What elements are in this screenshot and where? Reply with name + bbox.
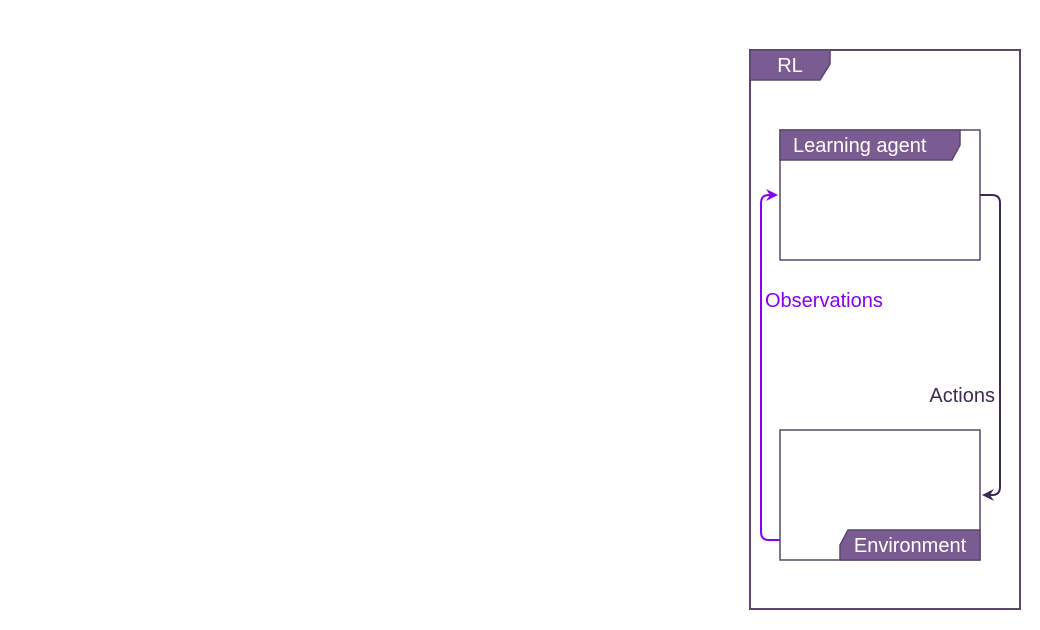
observations-label: Observations — [765, 290, 883, 312]
rl-frame-tag — [749, 49, 831, 81]
environment-label: Environment — [854, 535, 967, 557]
rl-frame-label: RL — [777, 55, 803, 77]
actions-label: Actions — [929, 385, 995, 407]
environment-tag — [839, 529, 981, 561]
actions-arrow — [980, 194, 1001, 501]
observations-arrow — [760, 189, 780, 541]
actions-edge[interactable]: Actions — [929, 194, 1001, 501]
environment-node[interactable]: Environment — [779, 429, 981, 561]
rl-frame: RL — [749, 49, 1021, 610]
learning-agent-node[interactable]: Learning agent — [779, 129, 981, 261]
learning-agent-label: Learning agent — [793, 135, 927, 157]
learning-agent-tag — [779, 129, 961, 161]
observations-edge[interactable]: Observations — [760, 189, 883, 541]
